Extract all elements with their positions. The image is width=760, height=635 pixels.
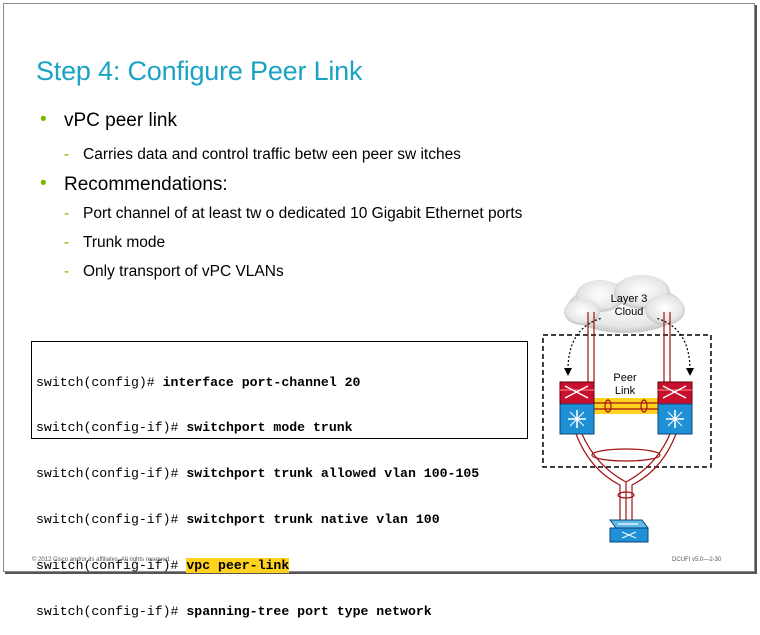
arrow-down-icon (564, 368, 572, 376)
bullet-dot-icon: • (40, 109, 47, 130)
slide-number-footer: DCUFI v5.0—2-30 (672, 557, 722, 563)
bullet-dot-icon: • (40, 173, 47, 194)
highlight-vpc-peer-link: vpc peer-link (186, 558, 290, 574)
uplink-lines (587, 312, 671, 382)
code-line: switch(config)# interface port-channel 2… (36, 374, 361, 390)
slide-title: Step 4: Configure Peer Link (36, 56, 363, 86)
dash-icon: - (64, 234, 70, 251)
code-line-highlighted: switch(config-if)# vpc peer-link (36, 558, 290, 574)
access-switch-icon (609, 519, 649, 543)
dash-icon: - (64, 263, 70, 280)
code-block: switch(config)# interface port-channel 2… (31, 341, 528, 619)
left-switch-icon (559, 381, 595, 435)
arrow-down-icon (686, 368, 694, 376)
peer-link-lines (592, 402, 660, 410)
copyright-footer: © 2012 Cisco and/or its affiliates. All … (32, 557, 171, 563)
peer-link-highlight (590, 398, 662, 414)
cloud-icon (564, 275, 685, 333)
dash-icon: - (64, 205, 70, 222)
downlink-lines (575, 433, 677, 520)
dash-icon: - (64, 146, 70, 163)
code-line: switch(config-if)# spanning-tree port ty… (36, 604, 432, 620)
dotted-arc (567, 317, 603, 371)
right-switch-icon (657, 381, 693, 435)
slide-frame (3, 3, 755, 572)
vpc-domain-box (542, 334, 712, 468)
vpc-topology-diagram: Layer 3 Cloud Peer Link (542, 275, 712, 543)
peer-label-2: Link (615, 385, 636, 397)
cloud-label-1: Layer 3 (611, 293, 648, 305)
peer-label-1: Peer (613, 372, 637, 384)
code-line: switch(config-if)# switchport trunk allo… (36, 466, 480, 482)
code-line: switch(config-if)# switchport trunk nati… (36, 512, 440, 528)
dotted-arc (655, 317, 691, 371)
cloud-label-2: Cloud (615, 306, 644, 318)
code-line: switch(config-if)# switchport mode trunk (36, 420, 353, 436)
